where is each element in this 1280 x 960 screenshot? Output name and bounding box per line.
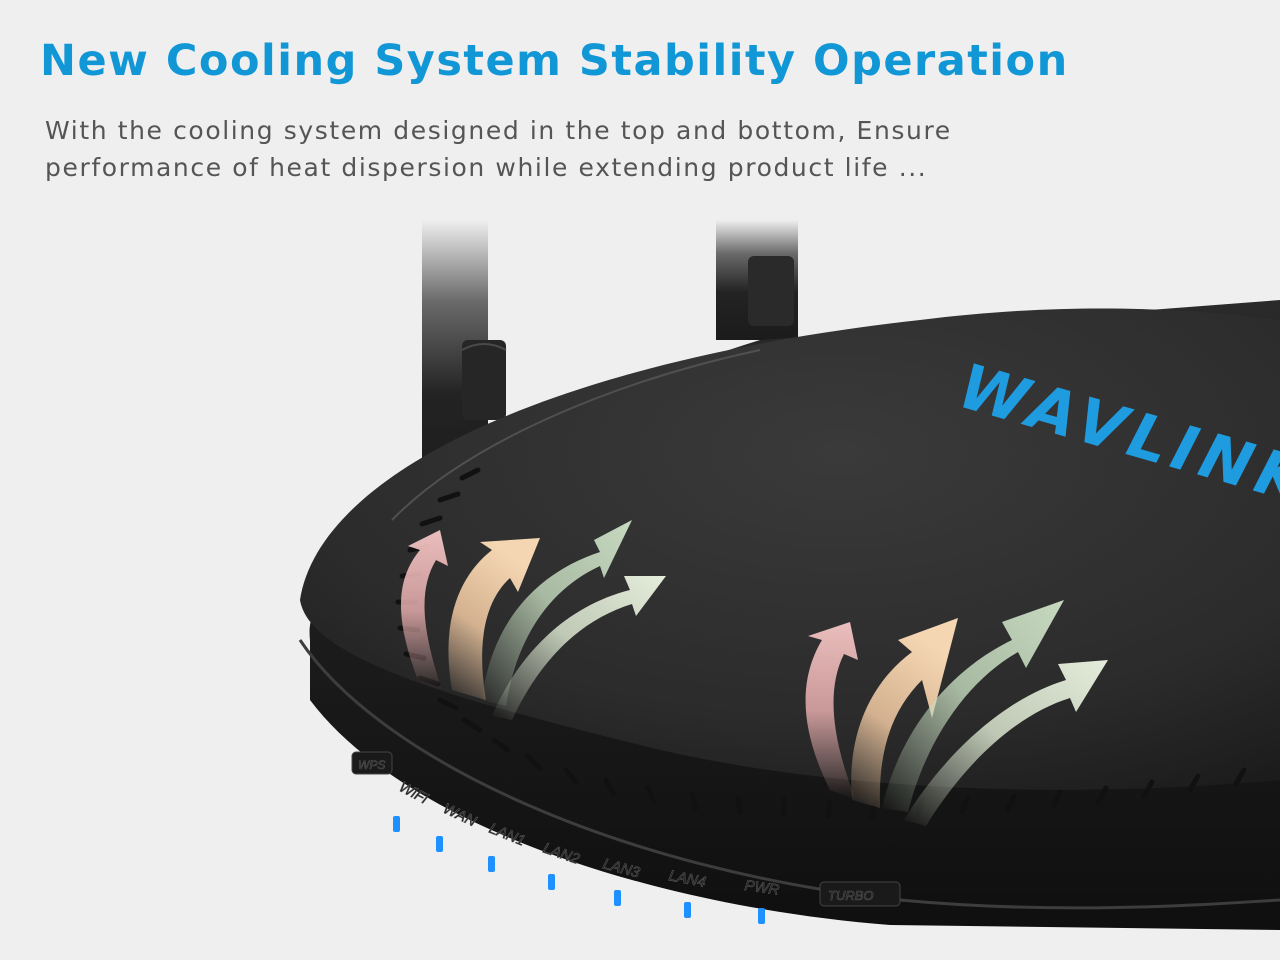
wps-button-label: WPS <box>358 758 385 772</box>
description-line-2: performance of heat dispersion while ext… <box>45 153 928 182</box>
led-lan4 <box>684 902 691 918</box>
indicator-label-pwr: PWR <box>743 877 780 899</box>
description-text: With the cooling system designed in the … <box>45 112 952 186</box>
led-pwr <box>758 908 765 924</box>
indicator-label-lan4: LAN4 <box>667 867 707 891</box>
led-lan1 <box>488 856 495 872</box>
antenna-right <box>716 220 798 340</box>
led-lan3 <box>614 890 621 906</box>
led-wan <box>436 836 443 852</box>
description-line-1: With the cooling system designed in the … <box>45 116 952 145</box>
router-top-cover <box>300 308 1280 790</box>
wps-button[interactable]: WPS <box>351 751 393 775</box>
status-leds <box>393 816 765 924</box>
page-headline: New Cooling System Stability Operation <box>40 36 1069 86</box>
led-wifi <box>393 816 400 832</box>
turbo-button[interactable]: TURBO <box>819 881 901 907</box>
turbo-button-label: TURBO <box>828 888 874 903</box>
heat-flow-arrows-left <box>400 520 666 720</box>
led-lan2 <box>548 874 555 890</box>
heat-flow-arrows-right <box>805 600 1108 826</box>
